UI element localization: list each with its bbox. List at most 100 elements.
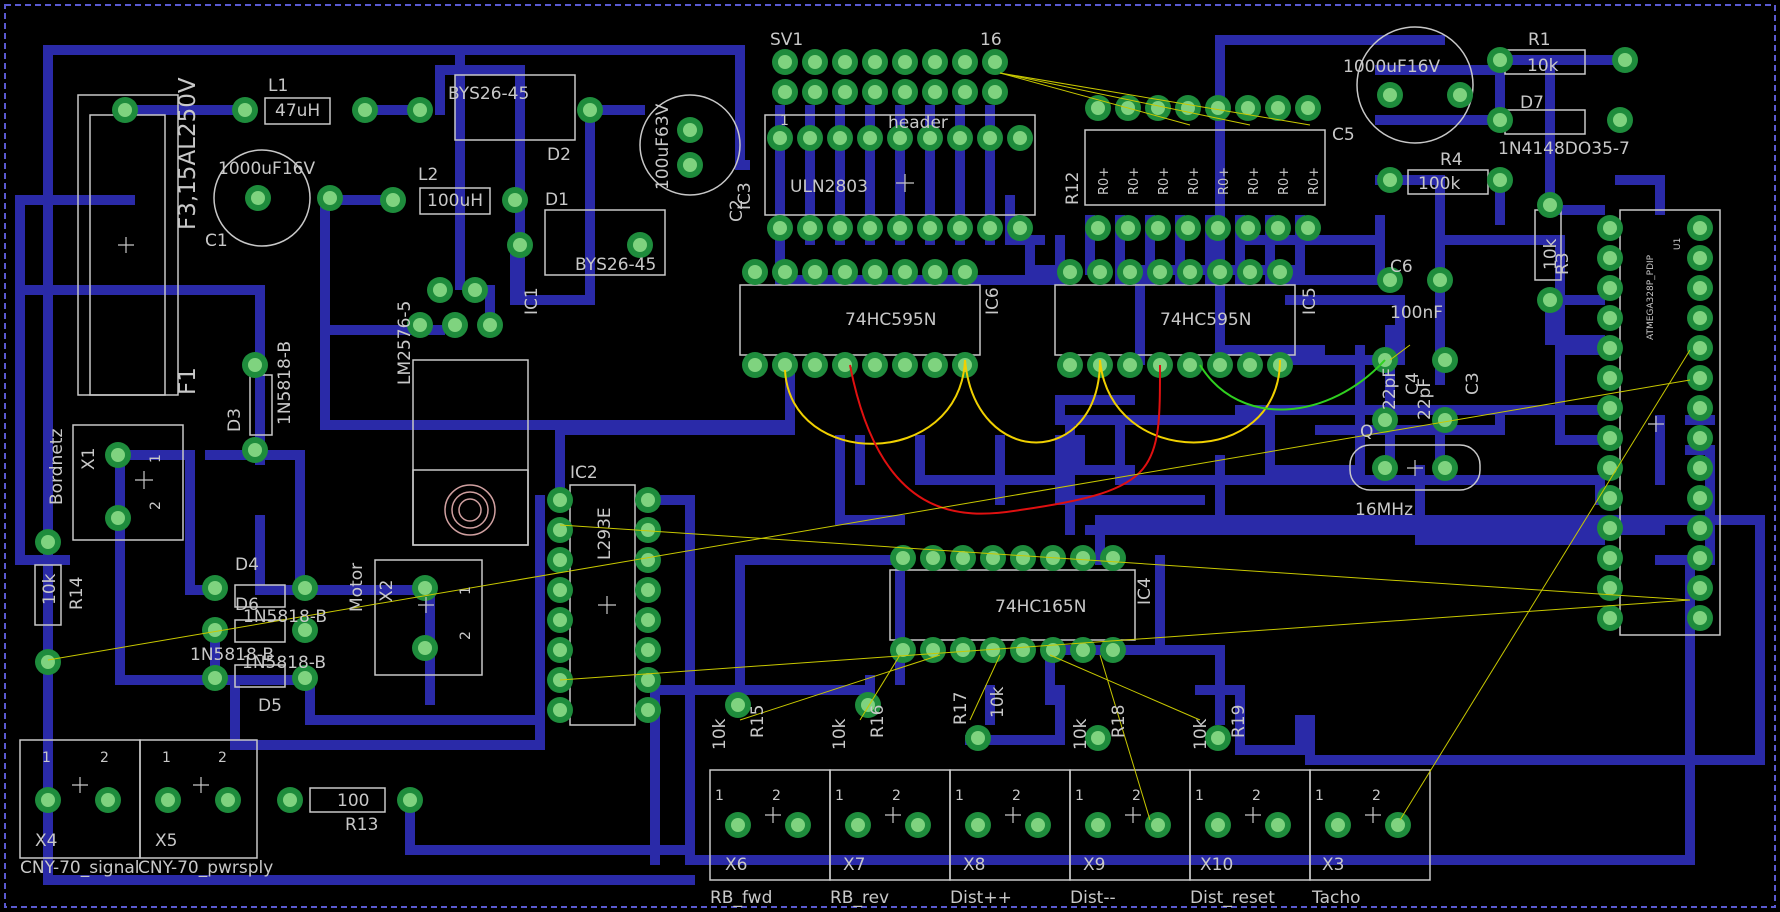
pad-drill (41, 793, 55, 807)
pad-drill (413, 318, 427, 332)
l1-label: L1 (268, 76, 288, 96)
d5-body (234, 664, 286, 688)
x9-pin1: 1 (1075, 788, 1084, 804)
r1-value: 10k (1527, 56, 1559, 76)
pad-drill (1493, 113, 1507, 127)
x1-body (72, 424, 184, 541)
l2-body (419, 187, 491, 215)
pad-drill (633, 238, 647, 252)
pad-drill (1243, 265, 1257, 279)
crystal-q-label: Q (1360, 422, 1373, 442)
pad-drill (1106, 643, 1120, 657)
pad-drill (1013, 131, 1027, 145)
pad-drill (928, 55, 942, 69)
c6-label: C6 (1390, 257, 1413, 277)
d4-body (234, 584, 286, 608)
x10-pin2: 2 (1252, 788, 1261, 804)
pad-drill (926, 551, 940, 565)
pad-drill (1693, 401, 1707, 415)
ic6-value: 74HC595N (845, 310, 936, 330)
d4-value: 1N5818-B (243, 607, 327, 627)
pad-drill (1378, 461, 1392, 475)
d6-body (234, 619, 286, 643)
pad-drill (583, 103, 597, 117)
c1-outline (213, 149, 311, 247)
d7-label: D7 (1520, 93, 1544, 113)
pad-drill (1273, 265, 1287, 279)
d3-value: 1N5818-B (275, 341, 295, 425)
x4-pin1: 1 (42, 750, 51, 766)
copper-tracks (15, 35, 1765, 885)
pad-drill (926, 643, 940, 657)
x7-label: X7 (843, 855, 865, 875)
r18-label: R18 (1109, 705, 1129, 738)
pad-drill (508, 193, 522, 207)
pad-drill (1241, 221, 1255, 235)
r12-value-6: R0+ (1247, 167, 1262, 195)
pad-drill (283, 793, 297, 807)
c2-value: 100uF63V (653, 103, 673, 190)
pad-drill (1543, 293, 1557, 307)
l2-label: L2 (418, 165, 438, 185)
pad-drill (1603, 551, 1617, 565)
pad-drill (41, 655, 55, 669)
c3-label: C3 (1463, 372, 1483, 395)
x3-pin1: 1 (1315, 788, 1324, 804)
d1-body (544, 209, 666, 276)
pad-drill (1453, 88, 1467, 102)
bys-a-label: BYS26-45 (448, 84, 529, 104)
rb-fwd-label: RB_fwd (710, 888, 772, 908)
pad-drill (413, 103, 427, 117)
pad-drill (958, 85, 972, 99)
x1-pin1: 1 (148, 454, 164, 463)
pad-drill (683, 123, 697, 137)
x4-label: X4 (35, 831, 57, 851)
r12-value-5: R0+ (1217, 167, 1232, 195)
pad-drill (641, 523, 655, 537)
pad-drill (1493, 53, 1507, 67)
c5-outline (1356, 26, 1474, 144)
fuse-label: F1 (175, 367, 201, 395)
pad-drill (983, 221, 997, 235)
pad-drill (1603, 341, 1617, 355)
x6-pin1: 1 (715, 788, 724, 804)
x6-pin2: 2 (772, 788, 781, 804)
x1-label: X1 (79, 448, 99, 470)
pad-drill (468, 283, 482, 297)
pad-drill (1063, 358, 1077, 372)
pad-drill (1603, 371, 1617, 385)
pad-drill (1438, 413, 1452, 427)
r15-label: R15 (748, 705, 768, 738)
bordnetz-label: Bordnetz (47, 429, 67, 505)
pad-drill (1603, 581, 1617, 595)
ic1-label: IC1 (522, 287, 542, 315)
pad-drill (868, 55, 882, 69)
pad-drill (1433, 273, 1447, 287)
pad-drill (898, 55, 912, 69)
pad-drill (1243, 358, 1257, 372)
pad-drill (553, 703, 567, 717)
x5-label: X5 (155, 831, 177, 851)
pad-drill (923, 221, 937, 235)
airwires (47, 72, 1691, 821)
pad-drill (641, 553, 655, 567)
ic2-body (569, 484, 636, 726)
pad-drill (808, 85, 822, 99)
pad-drill (808, 265, 822, 279)
pad-drill (1378, 413, 1392, 427)
x10-label: X10 (1200, 855, 1233, 875)
red-wire (849, 364, 1161, 515)
d3-label: D3 (225, 408, 245, 432)
pad-drill (1543, 198, 1557, 212)
r12-value-3: R0+ (1157, 167, 1172, 195)
x2-pin2: 2 (458, 631, 474, 640)
pad-drill (748, 358, 762, 372)
pad-drill (1603, 221, 1617, 235)
pad-drill (893, 131, 907, 145)
r12-value-1: R0+ (1097, 167, 1112, 195)
wires-layer (47, 72, 1691, 821)
x1-pin2: 2 (148, 501, 164, 510)
sv1-pin16-label: 16 (980, 30, 1002, 50)
d5-value: 1N5818-B (242, 653, 326, 673)
